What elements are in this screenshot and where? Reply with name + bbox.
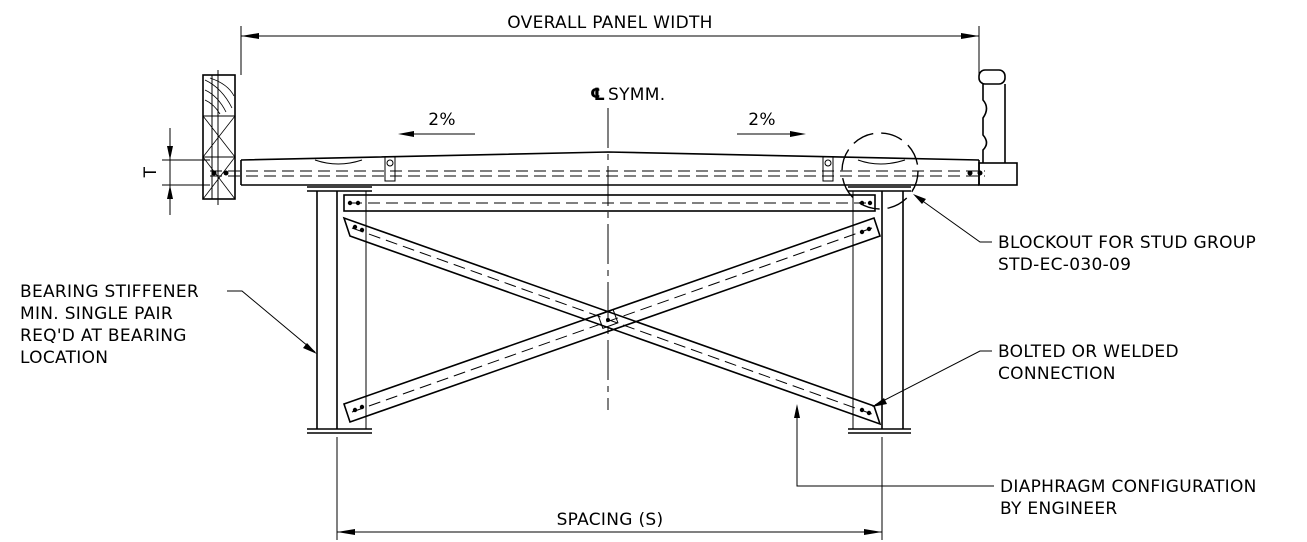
diaphragm-line-1: DIAPHRAGM CONFIGURATION xyxy=(1000,477,1257,497)
spacing-label: SPACING (S) xyxy=(557,510,664,530)
top-strut xyxy=(343,194,876,212)
blockout-circle xyxy=(841,132,919,210)
left-barrier xyxy=(202,70,236,205)
bearing-stiffener-line-3: REQ'D AT BEARING xyxy=(20,326,187,346)
centerline-label: SYMM. xyxy=(608,85,665,105)
slope-left: 2% xyxy=(398,110,475,137)
slope-left-label: 2% xyxy=(428,110,456,130)
deck-panel xyxy=(210,151,985,186)
bearing-stiffener-line-2: MIN. SINGLE PAIR xyxy=(20,304,173,324)
bearing-stiffener-line-1: BEARING STIFFENER xyxy=(20,282,199,302)
slope-right-label: 2% xyxy=(748,110,776,130)
bolted-line-2: CONNECTION xyxy=(998,364,1116,384)
bearing-stiffener-callout: BEARING STIFFENER MIN. SINGLE PAIR REQ'D… xyxy=(20,282,317,368)
left-girder xyxy=(307,186,372,434)
bolted-callout: BOLTED OR WELDED CONNECTION xyxy=(872,342,1179,407)
centerline: ℄ SYMM. xyxy=(590,85,665,410)
blockout-callout: BLOCKOUT FOR STUD GROUP STD-EC-030-09 xyxy=(913,194,1256,275)
overall-width-dimension: OVERALL PANEL WIDTH xyxy=(240,13,980,75)
overall-width-label: OVERALL PANEL WIDTH xyxy=(507,13,712,33)
diaphragm-line-2: BY ENGINEER xyxy=(1000,499,1117,519)
blockout-line-1: BLOCKOUT FOR STUD GROUP xyxy=(998,233,1256,253)
bolted-line-1: BOLTED OR WELDED xyxy=(998,342,1179,362)
thickness-dimension: T xyxy=(141,128,210,215)
bearing-stiffener-line-4: LOCATION xyxy=(20,348,108,368)
right-girder xyxy=(848,186,911,434)
spacing-dimension: SPACING (S) xyxy=(336,437,883,540)
thickness-label: T xyxy=(141,166,161,178)
diaphragm-callout: DIAPHRAGM CONFIGURATION BY ENGINEER xyxy=(794,404,1257,519)
centerline-symbol: ℄ xyxy=(590,85,606,105)
blockout-line-2: STD-EC-030-09 xyxy=(998,255,1131,275)
cross-bracing xyxy=(342,216,882,426)
right-barrier xyxy=(978,69,1018,186)
slope-right: 2% xyxy=(737,110,806,137)
